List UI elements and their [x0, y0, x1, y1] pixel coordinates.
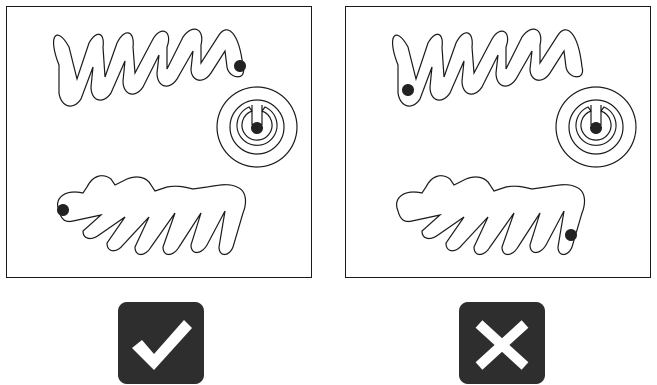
correct-badge [118, 302, 204, 384]
upper-zigzag-shape [52, 28, 245, 107]
lower-zigzag-shape [395, 175, 586, 256]
correct-example-panel [6, 6, 312, 278]
cross-icon [475, 320, 529, 370]
upper-zigzag-shape [391, 28, 584, 107]
check-icon [132, 320, 192, 370]
lower-zigzag-end-dot [57, 204, 69, 216]
target-ring-symbol [555, 86, 637, 168]
incorrect-example-diagram [391, 28, 637, 256]
upper-zigzag-end-dot [402, 84, 414, 96]
correct-example-diagram [52, 28, 298, 256]
target-ring-symbol [216, 86, 298, 168]
incorrect-badge [459, 302, 545, 384]
incorrect-example-panel [345, 6, 651, 278]
lower-zigzag-shape [56, 175, 247, 256]
lower-zigzag-end-dot [565, 229, 577, 241]
upper-zigzag-end-dot [234, 60, 246, 72]
